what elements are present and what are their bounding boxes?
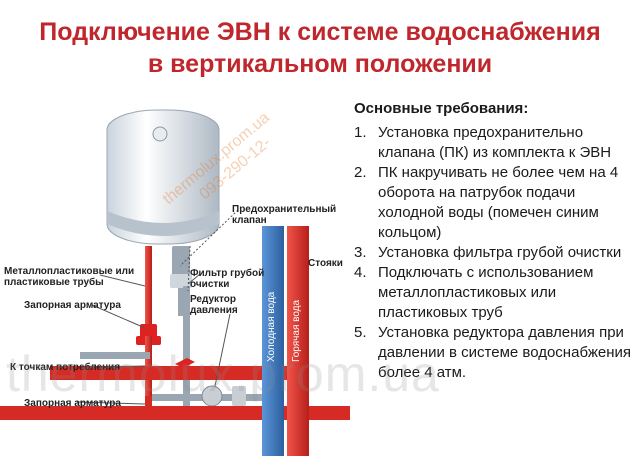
label-shutoff-bottom: Запорная арматура <box>24 398 121 409</box>
watermark: thermolux.prom.ua <box>6 346 440 402</box>
requirement-text: ПК накручивать не более чем на 4 оборота… <box>378 164 619 241</box>
requirement-item: 3. Установка фильтра грубой очистки <box>354 243 636 263</box>
requirement-item: 4. Подключать с использованием металлопл… <box>354 263 636 323</box>
diagram-illustration <box>0 109 350 456</box>
connection-diagram <box>0 96 355 461</box>
requirement-number: 2. <box>354 164 367 181</box>
requirement-item: 5. Установка редуктора давления при давл… <box>354 323 636 383</box>
page-title: Подключение ЭВН к системе водоснабжения … <box>0 16 640 80</box>
requirements-panel: Основные требования: 1. Установка предох… <box>354 99 636 383</box>
requirement-text: Установка фильтра грубой очистки <box>378 244 622 261</box>
requirements-heading: Основные требования: <box>354 100 529 117</box>
label-filter: Фильтр грубой очистки <box>190 268 265 290</box>
requirement-number: 1. <box>354 124 367 141</box>
label-pipes: Металлопластиковые или пластиковые трубы <box>4 266 135 288</box>
requirement-number: 3. <box>354 244 367 261</box>
requirement-text: Установка предохранительно клапана (ПК) … <box>378 124 612 161</box>
water-heater <box>106 109 220 245</box>
requirement-text: Подключать с использованием металлопласт… <box>378 264 594 321</box>
requirement-number: 4. <box>354 264 367 281</box>
requirement-item: 1. Установка предохранительно клапана (П… <box>354 123 636 163</box>
label-risers: Стояки <box>308 258 343 269</box>
requirement-text: Установка редуктора давления при давлени… <box>378 324 632 381</box>
title-line-2: в вертикальном положении <box>147 50 493 78</box>
label-reducer: Редуктор давления <box>190 294 238 316</box>
requirements-list: 1. Установка предохранительно клапана (П… <box>354 123 636 383</box>
requirement-number: 5. <box>354 324 367 341</box>
title-line-1: Подключение ЭВН к системе водоснабжения <box>39 18 601 46</box>
label-consumers: К точкам потребления <box>10 362 121 373</box>
label-shutoff-top: Запорная арматура <box>24 300 121 311</box>
requirement-item: 2. ПК накручивать не более чем на 4 обор… <box>354 163 636 243</box>
label-safety-valve: Предохранительный клапан <box>232 204 337 226</box>
